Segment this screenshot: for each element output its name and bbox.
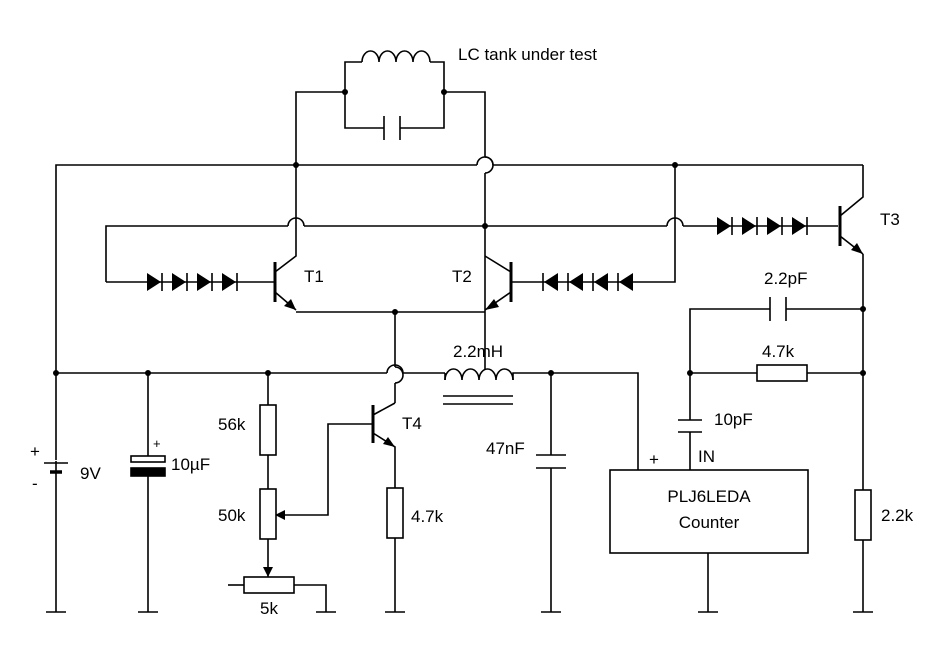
res-56k-label: 56k — [218, 415, 246, 434]
t3-label: T3 — [880, 210, 900, 229]
diode-string-t3 — [717, 217, 808, 235]
counter-name: PLJ6LEDA — [667, 487, 751, 506]
capacitor-47nf: 47nF — [486, 373, 566, 613]
elcap-label: 10µF — [171, 455, 210, 474]
transistor-t2: T2 — [452, 255, 513, 311]
inductor-2-2mh: 2.2mH — [443, 342, 639, 470]
t2-label: T2 — [452, 267, 472, 286]
battery-label: 9V — [80, 464, 101, 483]
t4-label: T4 — [402, 414, 422, 433]
cap-2-2pf-label: 2.2pF — [764, 269, 807, 288]
lc-tank-label: LC tank under test — [458, 45, 597, 64]
res-2-2k-label: 2.2k — [881, 506, 914, 525]
res-4-7k-top-label: 4.7k — [762, 342, 795, 361]
pot-50k-label: 50k — [218, 506, 246, 525]
battery-plus: + — [30, 442, 40, 461]
bias-line — [105, 165, 838, 283]
counter-plus: + — [649, 450, 659, 469]
lc-tank: LC tank under test — [295, 45, 597, 370]
cap-47nf-label: 47nF — [486, 439, 525, 458]
counter-in: IN — [698, 447, 715, 466]
elcap-plus: + — [153, 436, 161, 451]
diode-string-t1 — [106, 273, 275, 291]
battery-minus: - — [32, 474, 38, 493]
transistor-t3: T3 — [838, 165, 900, 490]
supply-line — [53, 364, 445, 376]
capacitor-10uf: 10µF + — [130, 373, 210, 613]
cap-10pf-label: 10pF — [714, 410, 753, 429]
transistor-t1: T1 — [273, 165, 324, 311]
inductor-label: 2.2mH — [453, 342, 503, 361]
res-4-7k-t4-label: 4.7k — [411, 507, 444, 526]
feedback-network: 2.2pF 4.7k 10pF — [678, 269, 866, 470]
bias-divider: 56k 50k 5k — [218, 373, 336, 618]
resistor-2-2k: 2.2k — [853, 489, 914, 613]
counter-module: PLJ6LEDA Counter + IN — [609, 447, 809, 613]
battery-9v: 9V + - — [30, 442, 101, 613]
resistor-4-7k-t4: 4.7k — [385, 487, 444, 613]
pot-5k-label: 5k — [260, 599, 278, 618]
counter-word: Counter — [679, 513, 740, 532]
diode-string-t2 — [511, 273, 633, 291]
transistor-t4: T4 — [275, 402, 422, 520]
t1-label: T1 — [304, 267, 324, 286]
